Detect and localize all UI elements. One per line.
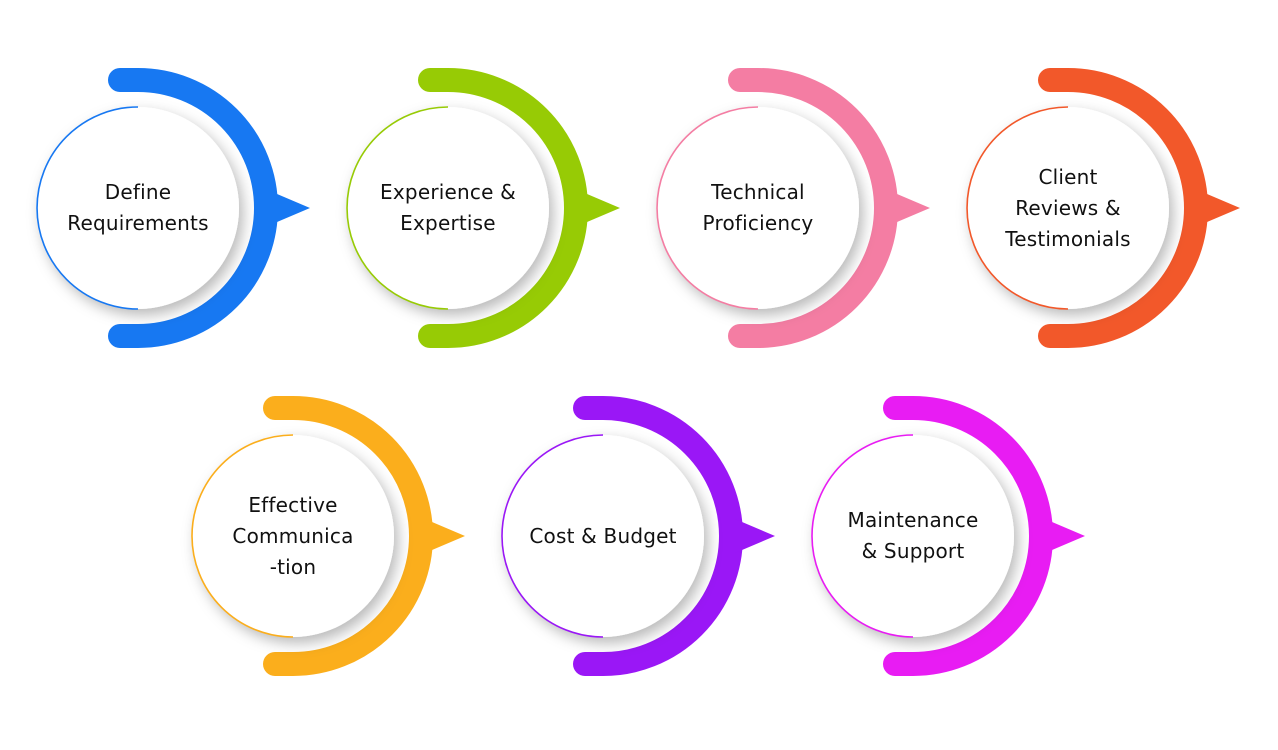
item-label-client-reviews: Client Reviews & Testimonials — [1005, 164, 1131, 251]
step-node-maintenance-support — [811, 396, 1085, 676]
item-label-maintenance-support: Maintenance & Support — [847, 508, 979, 563]
step-pointer-arrow — [270, 191, 310, 225]
step-arc — [573, 396, 743, 676]
step-circle — [37, 107, 239, 309]
step-circle — [967, 107, 1169, 309]
step-node-technical-proficiency — [656, 68, 930, 348]
step-arc — [728, 68, 898, 348]
step-circle — [192, 435, 394, 637]
step-node-experience-expertise — [346, 68, 620, 348]
step-pointer-arrow — [890, 191, 930, 225]
step-circle-outline — [346, 106, 449, 310]
step-pointer-arrow — [580, 191, 620, 225]
step-pointer-arrow — [735, 519, 775, 553]
step-circle-outline — [811, 434, 914, 638]
step-arc — [883, 396, 1053, 676]
step-circle-outline — [656, 106, 759, 310]
step-node-define-requirements — [36, 68, 310, 348]
step-arc — [263, 396, 433, 676]
step-arc — [1038, 68, 1208, 348]
step-node-client-reviews — [966, 68, 1240, 348]
step-circle-outline — [36, 106, 139, 310]
item-label-cost-budget: Cost & Budget — [529, 523, 677, 548]
step-arc — [418, 68, 588, 348]
step-pointer-arrow — [1045, 519, 1085, 553]
step-node-cost-budget — [501, 396, 775, 676]
step-circle-outline — [501, 434, 604, 638]
step-arc — [108, 68, 278, 348]
step-circle-outline — [966, 106, 1069, 310]
item-label-experience-expertise: Experience & Expertise — [380, 180, 516, 235]
item-label-technical-proficiency: Technical Proficiency — [702, 180, 814, 235]
step-node-effective-communication — [191, 396, 465, 676]
step-circle — [502, 435, 704, 637]
item-label-effective-communication: Effective Communica -tion — [232, 492, 354, 579]
step-pointer-arrow — [1200, 191, 1240, 225]
item-label-define-requirements: Define Requirements — [67, 180, 209, 235]
step-circle — [347, 107, 549, 309]
step-circle-outline — [191, 434, 294, 638]
step-circle — [812, 435, 1014, 637]
step-circle — [657, 107, 859, 309]
step-pointer-arrow — [425, 519, 465, 553]
